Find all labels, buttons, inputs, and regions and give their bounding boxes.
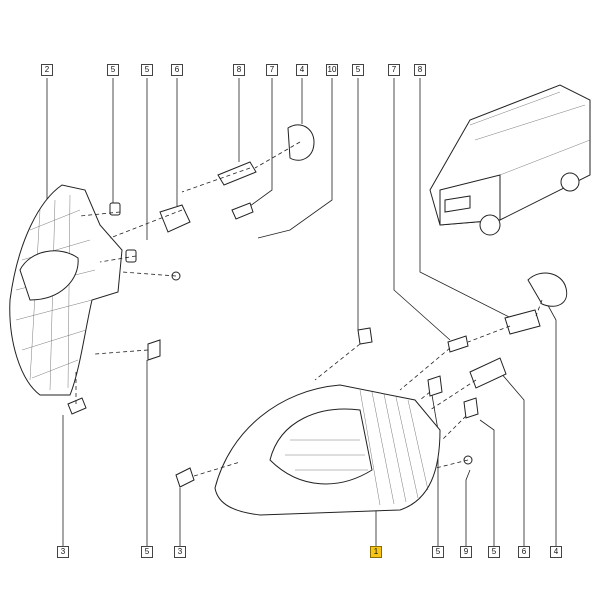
callout-6[interactable]: 6	[171, 64, 183, 76]
callout-5[interactable]: 5	[432, 546, 444, 558]
callout-5[interactable]: 5	[488, 546, 500, 558]
callout-10[interactable]: 10	[326, 64, 338, 76]
callout-4[interactable]: 4	[550, 546, 562, 558]
callout-9[interactable]: 9	[460, 546, 472, 558]
callout-4[interactable]: 4	[296, 64, 308, 76]
left-headlamp-unit	[9, 184, 123, 396]
callout-8[interactable]: 8	[414, 64, 426, 76]
leader-lines	[46, 78, 557, 546]
callout-8[interactable]: 8	[233, 64, 245, 76]
callout-3[interactable]: 3	[57, 546, 69, 558]
callout-6[interactable]: 6	[518, 546, 530, 558]
callout-2[interactable]: 2	[41, 64, 53, 76]
van-illustration	[429, 84, 591, 236]
left-group-parts	[67, 124, 315, 415]
callout-1-highlighted[interactable]: 1	[370, 546, 382, 558]
callout-7[interactable]: 7	[266, 64, 278, 76]
right-group-parts	[175, 272, 568, 488]
callout-3[interactable]: 3	[174, 546, 186, 558]
callout-5[interactable]: 5	[352, 64, 364, 76]
callout-5[interactable]: 5	[141, 64, 153, 76]
callout-5[interactable]: 5	[107, 64, 119, 76]
main-headlamp-unit	[214, 384, 441, 516]
callout-5[interactable]: 5	[141, 546, 153, 558]
callout-7[interactable]: 7	[388, 64, 400, 76]
